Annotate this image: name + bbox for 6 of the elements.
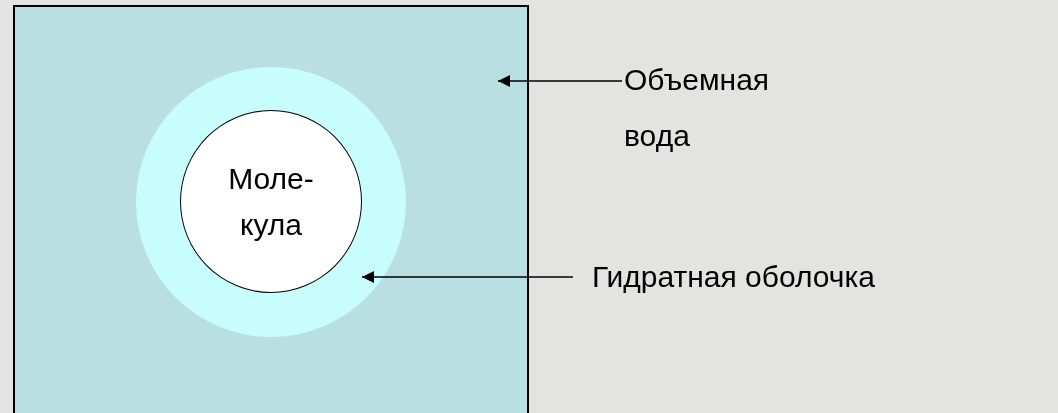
leader-arrow [361,271,574,283]
water-area [13,5,529,413]
callout-text: Объемная вода [624,62,771,154]
molecule-label: Моле- кула [227,160,315,243]
leader-arrow [497,75,623,87]
callout-text: Гидратная оболочка [592,260,876,294]
